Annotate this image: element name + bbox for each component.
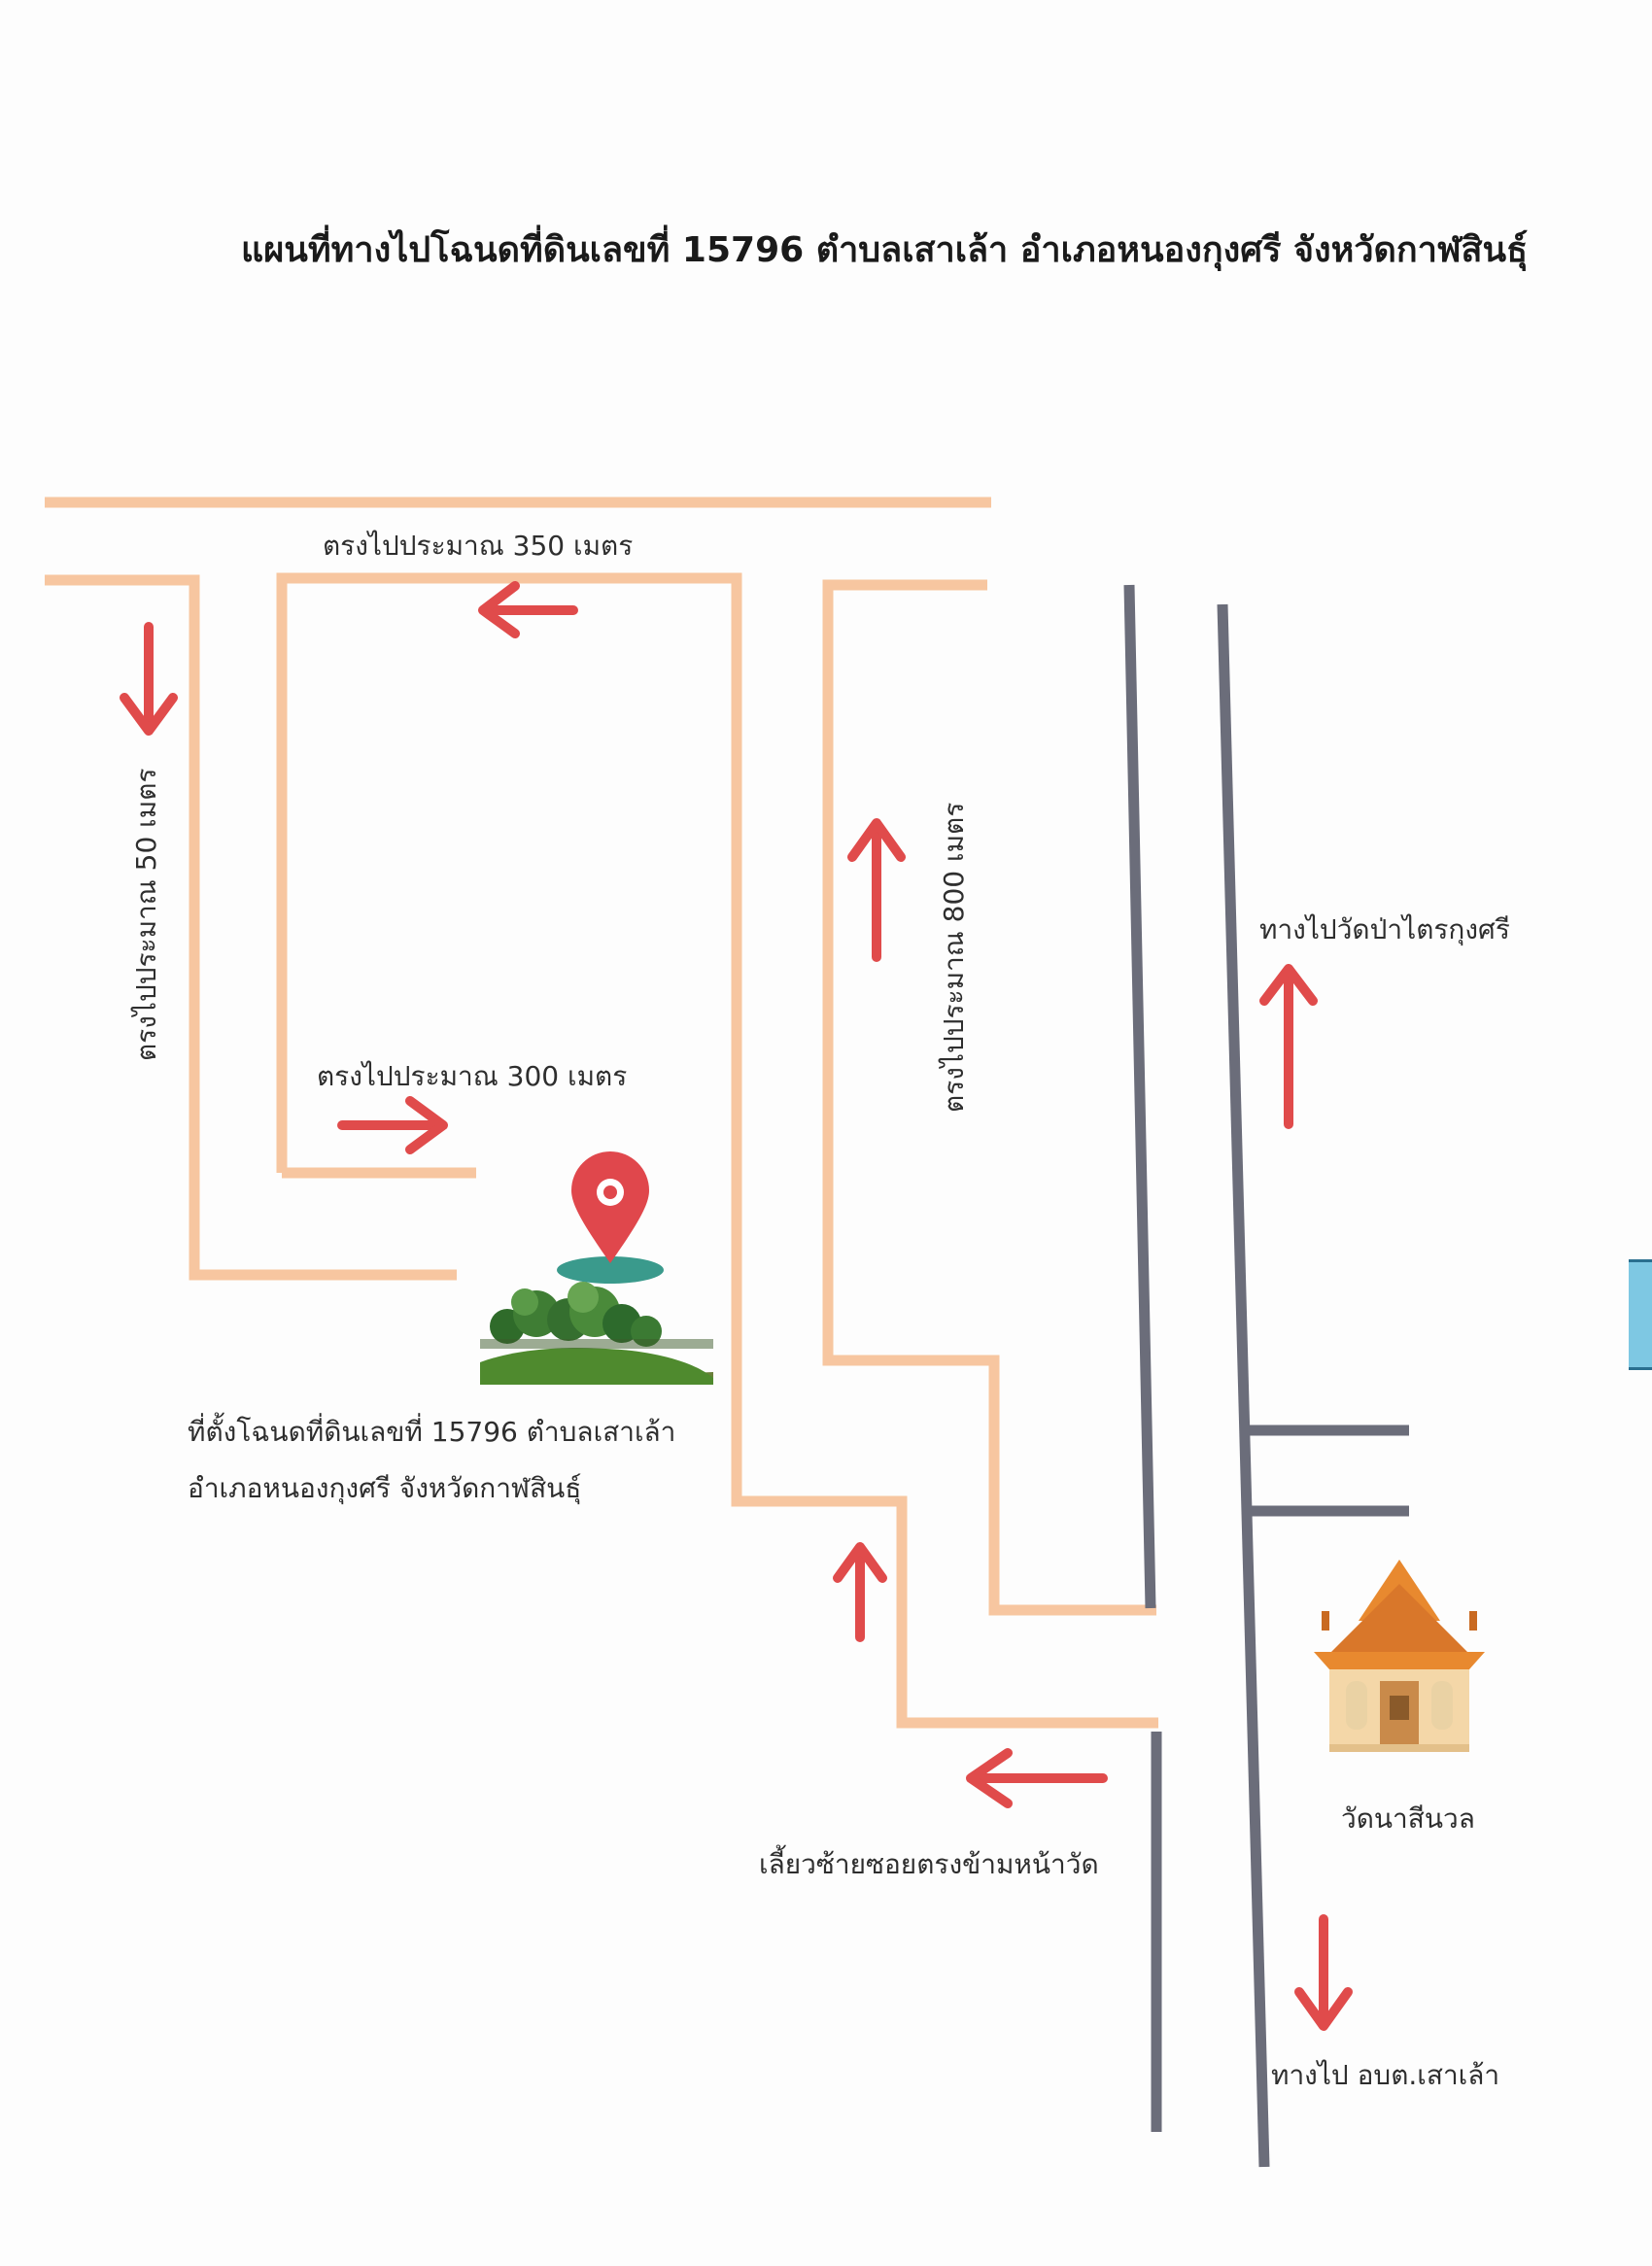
arrow-left-lower — [966, 1748, 1108, 1808]
location-pin-icon — [557, 1151, 664, 1284]
pin-body — [571, 1151, 649, 1263]
direction-label-350m: ตรงไปประมาณ 350 เมตร — [323, 530, 634, 562]
direction-label-300m: ตรงไปประมาณ 300 เมตร — [317, 1060, 628, 1092]
location-caption-line2: อำเภอหนองกุงศรี จังหวัดกาฬสินธุ์ — [188, 1472, 582, 1504]
arrow-right-inner — [337, 1096, 448, 1154]
temple-name-label: วัดนาสีนวล — [1341, 1802, 1475, 1835]
arrow-down-bottom — [1294, 1914, 1353, 2031]
direction-label-sao-lao-office: ทางไป อบต.เสาเล้า — [1271, 2059, 1500, 2091]
direction-arrows — [120, 581, 1353, 2031]
main-road-right-edge — [1217, 603, 1270, 2168]
arrow-up-lower — [833, 1542, 887, 1642]
page-title: แผนที่ทางไปโฉนดที่ดินเลขที่ 15796 ตำบลเส… — [241, 230, 1529, 270]
direction-label-800m: ตรงไปประมาณ 800 เมตร — [938, 802, 970, 1113]
arrow-up-wat-pa — [1259, 964, 1318, 1129]
left-loop-outer — [45, 574, 457, 1281]
loop-road-inner — [276, 572, 1158, 1729]
land-plot-image — [480, 1282, 713, 1385]
pin-base — [557, 1256, 664, 1284]
direction-label-wat-pa-trai: ทางไปวัดป่าไตรกุงศรี — [1259, 913, 1510, 945]
location-caption-line1: ที่ตั้งโฉนดที่ดินเลขที่ 15796 ตำบลเสาเล้… — [188, 1416, 676, 1448]
main-road-left-edge — [1123, 584, 1162, 2132]
direction-label-50m: ตรงไปประมาณ 50 เมตร — [130, 768, 162, 1061]
local-roads — [45, 497, 1158, 1729]
arrow-left-top — [478, 581, 578, 638]
arrow-up-right-soi — [847, 818, 906, 962]
arrow-down-left — [120, 622, 178, 736]
right-soi-road — [822, 579, 1156, 1616]
page-edge-tab — [1629, 1259, 1652, 1370]
main-roads — [1123, 584, 1409, 2168]
temple-icon — [1314, 1560, 1485, 1752]
direction-label-turn-left: เลี้ยวซ้ายซอยตรงข้ามหน้าวัด — [759, 1848, 1099, 1880]
